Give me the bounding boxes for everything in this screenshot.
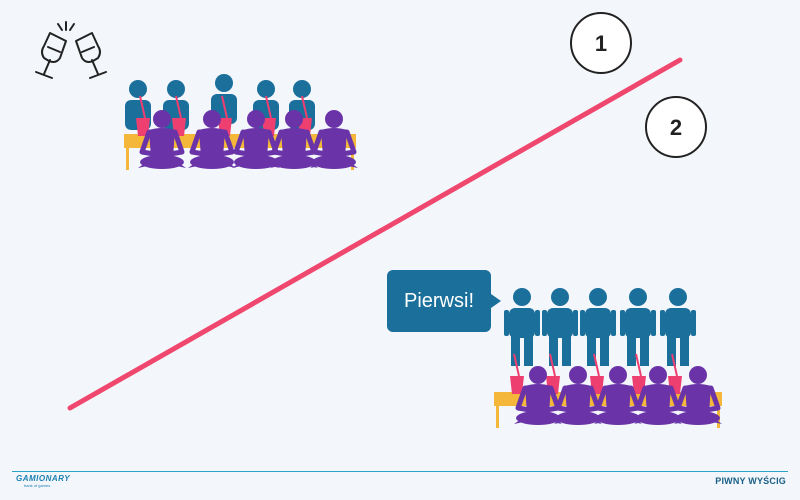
seated-person (554, 366, 602, 425)
brand-name: GAMIONARY (16, 474, 71, 483)
seated-person (188, 110, 236, 169)
brand-logo: GAMIONARY bank of games (16, 475, 70, 488)
team-bottom-right (494, 288, 722, 428)
standing-person (620, 288, 656, 366)
seated-person (594, 366, 642, 425)
standing-person (542, 288, 578, 366)
seated-person (138, 110, 186, 169)
place-marker-1: 1 (570, 12, 632, 74)
seated-person (310, 110, 358, 169)
standing-person (660, 288, 696, 366)
team-top-left (124, 74, 358, 170)
seated-person (232, 110, 280, 169)
seated-person (634, 366, 682, 425)
champagne-toast-icon (35, 21, 107, 79)
race-progress-line (67, 57, 683, 411)
drink-cup (136, 95, 150, 136)
place-marker-2-label: 2 (670, 115, 682, 140)
drink-cup (510, 353, 524, 394)
seated-person (674, 366, 722, 425)
place-marker-2: 2 (645, 96, 707, 158)
game-title: PIWNY WYŚCIG (715, 476, 786, 486)
seated-person (514, 366, 562, 425)
standing-person (580, 288, 616, 366)
footer-divider (12, 471, 788, 472)
brand-tagline: bank of games (24, 483, 51, 488)
place-marker-1-label: 1 (595, 31, 607, 56)
standing-person (504, 288, 540, 366)
speech-bubble: Pierwsi! (387, 270, 501, 332)
speech-bubble-text: Pierwsi! (403, 289, 474, 312)
